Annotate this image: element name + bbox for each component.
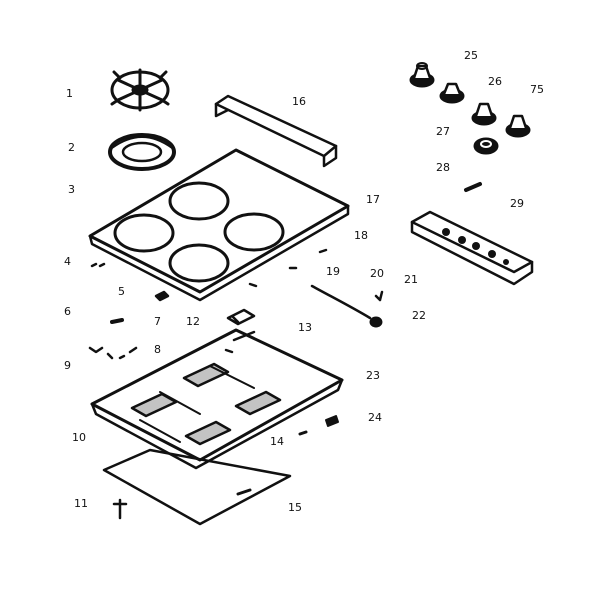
callout-15: 15 (288, 501, 302, 514)
callout-24: 24 (368, 411, 382, 424)
callout-25: 25 (464, 49, 478, 62)
trim-bar (214, 94, 338, 168)
callout-17: 17 (366, 193, 380, 206)
callout-8: 8 (154, 343, 161, 356)
callout-75: 75 (530, 83, 544, 96)
callout-28: 28 (436, 161, 450, 174)
burner-ring (108, 133, 176, 171)
callout-10: 10 (72, 431, 86, 444)
knob-28 (473, 137, 499, 155)
bottom-panel (102, 448, 292, 526)
callout-29: 29 (510, 197, 524, 210)
burner-grate (110, 68, 170, 112)
callout-12: 12 (186, 315, 200, 328)
callout-13: 13 (298, 321, 312, 334)
callout-3: 3 (68, 183, 75, 196)
callout-19: 19 (326, 265, 340, 278)
callout-21: 21 (404, 273, 418, 286)
callout-6: 6 (64, 305, 71, 318)
callout-20: 20 (370, 267, 384, 280)
callout-7: 7 (154, 315, 161, 328)
callout-26: 26 (488, 75, 502, 88)
clip-29 (464, 182, 482, 192)
callout-5: 5 (118, 285, 125, 298)
callout-9: 9 (64, 359, 71, 372)
callout-1: 1 (66, 87, 73, 100)
callout-11: 11 (74, 497, 88, 510)
screw (298, 415, 339, 436)
callout-14: 14 (270, 435, 284, 448)
callout-16: 16 (292, 95, 306, 108)
callout-27: 27 (436, 125, 450, 138)
callout-4: 4 (64, 255, 71, 268)
cooktop-top (88, 148, 350, 302)
knob-25 (409, 62, 435, 88)
callout-23: 23 (366, 369, 380, 382)
leveling-bolt (112, 498, 128, 520)
knob-75 (505, 114, 531, 138)
control-panel (410, 210, 534, 286)
small-parts (88, 248, 328, 360)
knob-27 (471, 102, 497, 126)
knob-26 (439, 82, 465, 104)
callout-2: 2 (68, 141, 75, 154)
callout-22: 22 (412, 309, 426, 322)
burner-box (90, 328, 344, 470)
callout-18: 18 (354, 229, 368, 242)
control-knobs (409, 62, 531, 192)
thermocouple-wire (310, 284, 384, 328)
